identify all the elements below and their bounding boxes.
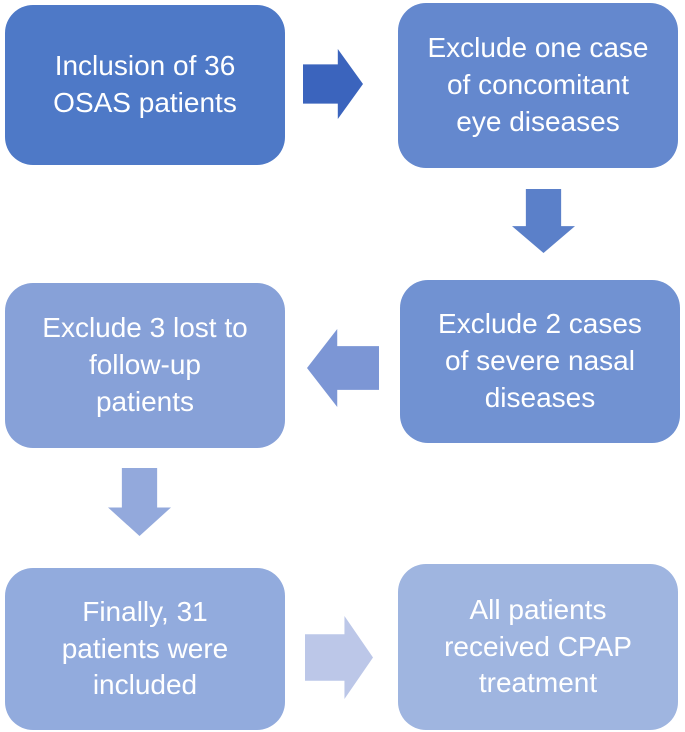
arrow-left-shape — [307, 329, 379, 407]
arrow-down-icon — [108, 468, 171, 536]
arrow-left-icon — [307, 329, 379, 407]
arrow-down-shape — [108, 468, 171, 536]
arrow-down-icon — [512, 189, 575, 253]
arrow-down-shape — [512, 189, 575, 253]
arrow-right-icon — [305, 616, 373, 699]
flow-box-exclude-eye: Exclude one case of concomitant eye dise… — [398, 3, 678, 168]
arrow-right-shape — [305, 616, 373, 699]
arrow-right-shape — [303, 49, 363, 119]
flow-box-cpap-treatment: All patients received CPAP treatment — [398, 564, 678, 730]
flow-box-final-included: Finally, 31 patients were included — [5, 568, 285, 730]
flow-box-inclusion: Inclusion of 36 OSAS patients — [5, 5, 285, 165]
flow-box-exclude-followup: Exclude 3 lost to follow-up patients — [5, 283, 285, 448]
arrow-right-icon — [303, 49, 363, 119]
flow-box-exclude-nasal: Exclude 2 cases of severe nasal diseases — [400, 280, 680, 443]
